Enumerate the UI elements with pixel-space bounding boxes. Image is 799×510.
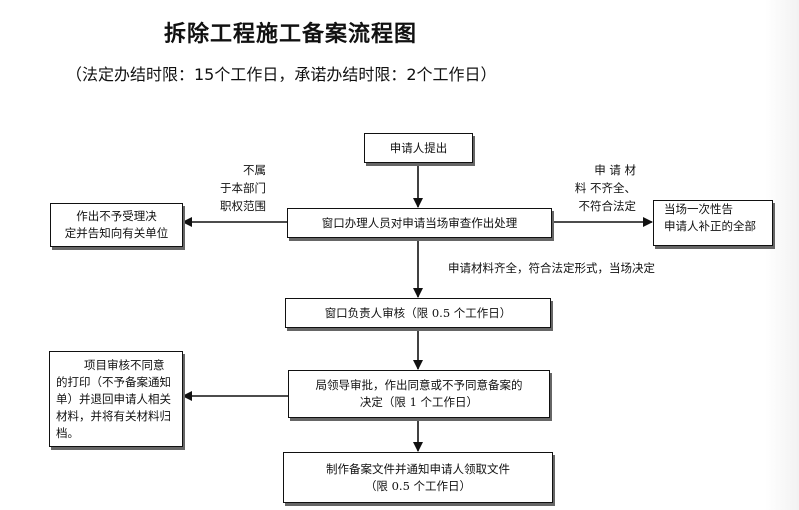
chief-review-box: 窗口负责人审核（限 0.5 个工作日） bbox=[285, 298, 551, 328]
scan-edge bbox=[765, 0, 799, 510]
bureau-approval-line-2: 决定（限 1 个工作日） bbox=[359, 395, 479, 409]
supplement-box-line-2: 申请人补正的全部 bbox=[664, 219, 756, 233]
note-complete: 申请材料齐全，符合法定形式，当场决定 bbox=[448, 259, 655, 277]
note-incomplete-line-3: 不符合法定 bbox=[578, 199, 637, 213]
return-print-line-2: 的打印（不予备案通知 bbox=[56, 374, 171, 389]
apply-box-text: 申请人提出 bbox=[389, 140, 448, 155]
chief-review-box-text: 窗口负责人审核（限 0.5 个工作日） bbox=[324, 305, 512, 320]
return-print-line-1: 项目审核不同意 bbox=[84, 357, 165, 372]
bureau-approval-line-1: 局领导审批，作出同意或不予同意备案的 bbox=[315, 378, 523, 392]
note-not-department: 不属 于本部门 职权范围 bbox=[200, 161, 266, 215]
note-incomplete-line-1: 申 请 材 bbox=[594, 163, 636, 177]
return-print-line-5: 档。 bbox=[56, 425, 79, 440]
page-subtitle: （法定办结时限：15个工作日，承诺办结时限：2个工作日） bbox=[66, 65, 497, 84]
page-title: 拆除工程施工备案流程图 bbox=[164, 22, 418, 47]
issue-file-line-2: （限 0.5 个工作日） bbox=[364, 478, 472, 493]
issue-file-line-1: 制作备案文件并通知申请人领取文件 bbox=[326, 461, 510, 476]
bureau-approval-box: 局领导审批，作出同意或不予同意备案的 决定（限 1 个工作日） bbox=[288, 370, 550, 418]
supplement-box-line-1: 当场一次性告 bbox=[664, 202, 733, 216]
note-not-department-line-3: 职权范围 bbox=[220, 199, 266, 213]
note-complete-text: 申请材料齐全，符合法定形式，当场决定 bbox=[448, 261, 655, 275]
window-review-box-text: 窗口办理人员对申请当场审查作出处理 bbox=[321, 215, 518, 230]
reject-box-line-1: 作出不予受理决 bbox=[76, 209, 157, 223]
apply-box: 申请人提出 bbox=[364, 133, 473, 163]
reject-box-line-2: 定并告知向有关单位 bbox=[64, 226, 169, 240]
reject-box: 作出不予受理决 定并告知向有关单位 bbox=[50, 203, 183, 247]
return-print-line-3: 单）并退回申请人相关 bbox=[56, 391, 171, 406]
return-print-line-4: 材料，并将有关材料归 bbox=[56, 408, 171, 423]
return-print-box: 项目审核不同意 的打印（不予备案通知 单）并退回申请人相关 材料，并将有关材料归… bbox=[49, 351, 183, 447]
note-incomplete-line-2: 料 不齐全、 bbox=[574, 181, 636, 195]
issue-file-box: 制作备案文件并通知申请人领取文件 （限 0.5 个工作日） bbox=[283, 452, 553, 503]
supplement-box: 当场一次性告 申请人补正的全部 bbox=[653, 200, 773, 246]
note-not-department-line-2: 于本部门 bbox=[220, 181, 266, 195]
note-not-department-line-1: 不属 bbox=[243, 163, 266, 177]
note-incomplete: 申 请 材 料 不齐全、 不符合法定 bbox=[556, 161, 636, 215]
window-review-box: 窗口办理人员对申请当场审查作出处理 bbox=[287, 208, 552, 238]
